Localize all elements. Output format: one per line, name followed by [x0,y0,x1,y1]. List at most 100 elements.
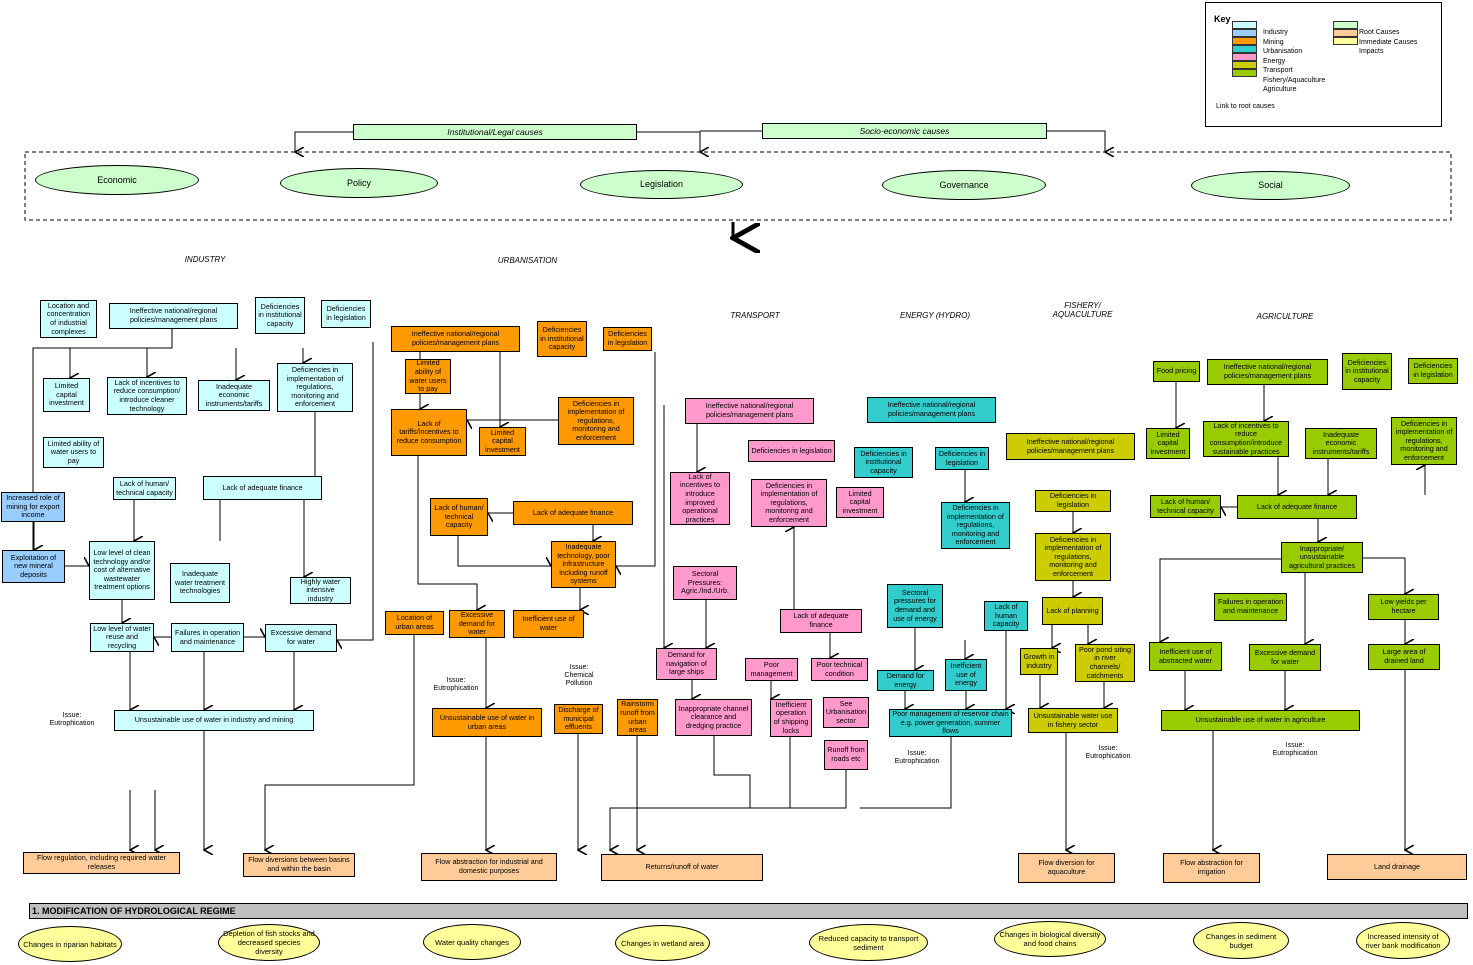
cause-box: Excessive demand for water [1249,644,1321,671]
legend-transport: Transport [1263,67,1293,74]
cause-box: Lack of incentives to reduce consumption… [1203,421,1289,457]
cause-box: Lack of incentives to reduce consumption… [107,377,187,415]
cause-box: Low level of water reuse and recycling [90,623,154,652]
legend-swatch [1232,69,1257,77]
legend-immediate: Immediate Causes [1359,38,1418,46]
cause-box: Location of urban areas [385,611,444,635]
cause-box: Inadequate water treatment technologies [170,563,230,603]
cause-box: Lack of adequate finance [1237,495,1357,519]
cause-box: Large area of drained land [1368,644,1440,670]
cause-box: Inappropriate channel clearance and dred… [675,699,752,736]
cause-box: Sectoral Pressures: Agric./Ind./Urb. [673,566,737,600]
legend-swatch [1232,45,1257,53]
legend-swatch [1232,37,1257,45]
section-urbanisation: URBANISATION [497,256,558,265]
cause-box: Lack of planning [1042,597,1103,625]
section-transport: TRANSPORT [730,311,780,320]
section-industry: INDUSTRY [184,255,226,264]
impact: Reduced capacity to transport sediment [809,924,928,961]
cause-box: Exploitation of new mineral deposits [2,550,65,583]
cause-box: Lack of adequate finance [203,476,322,500]
cause-box: Deficiencies in legislation [603,327,652,351]
immediate-cause: Flow regulation, including required wate… [23,852,180,874]
issue-label: Issue: Eutrophication [1085,745,1131,760]
issue-bar: 1. MODIFICATION OF HYDROLOGICAL REGIME [29,903,1468,919]
root-governance: Governance [882,170,1046,200]
legend-agriculture: Agriculture [1263,86,1297,93]
cause-box: Growth in industry [1020,648,1058,675]
cause-box: Sectoral pressures for demand and use of… [887,584,943,628]
cause-box: Location and concentration of industrial… [40,300,97,338]
cause-box: Highly water intensive industry [290,577,351,604]
cause-box: Lack of human capacity [984,601,1028,631]
cause-box: Lack of incentives to introduce improved… [670,472,730,525]
legend-fishery: Fishery/Aquaculture [1263,76,1326,84]
cause-box: Ineffective national/regional policies/m… [685,398,814,424]
cause-box: Excessive demand for water [449,610,505,638]
cause-box: Limited ability of water users to pay [43,437,104,468]
impact: Changes in sediment budget [1193,922,1289,959]
cause-box: Demand for energy [877,670,934,691]
legend-swatch [1333,29,1358,37]
institutional-legal-causes: Institutional/Legal causes [353,124,637,140]
cause-box: Lack of adequate finance [513,501,633,525]
cause-box: Deficiencies in implementation of regula… [277,363,353,412]
cause-box: Deficiencies in implementation of regula… [1391,417,1457,465]
section-energy: ENERGY (HYDRO) [899,311,971,320]
impact: Changes in wetland area [615,925,710,961]
cause-box: Inadequate technology, poor infrastructu… [551,541,616,588]
cause-box: Deficiencies in legislation [935,447,989,470]
cause-box: Lack of adequate finance [780,609,862,633]
legend-impacts: Impacts [1359,48,1384,55]
cause-box: Deficiencies in legislation [321,300,371,328]
root-legislation: Legislation [580,170,743,199]
cause-box: Inadequate economic instruments/tariffs [198,380,270,411]
cause-box: Limited ability of water users to pay [405,359,451,394]
legend-swatch [1333,21,1358,29]
cause-box: Rainstorm runoff from urban areas [617,699,658,736]
impact: Depletion of fish stocks and decreased s… [218,924,320,961]
legend-energy: Energy [1263,57,1286,65]
sector-outcome-box: Unsustainable use of water in agricultur… [1161,710,1360,731]
section-agriculture: AGRICULTURE [1256,312,1314,321]
cause-box: Ineffective national/regional policies/m… [391,326,520,352]
impact: Changes in biological diversity and food… [994,921,1106,957]
cause-box: Deficiencies in institutional capacity [537,321,587,357]
cause-box: Inefficient use of energy [945,659,987,691]
legend-swatch [1232,29,1257,37]
cause-box: Deficiencies in institutional capacity [854,447,913,478]
cause-box: Food pricing [1153,361,1200,382]
cause-box: Limited capital investment [479,427,526,456]
cause-box: Failures in operation and maintenance [1214,593,1287,621]
immediate-cause: Flow diversion for aquaculture [1018,853,1115,883]
immediate-cause: Flow abstraction for industrial and dome… [421,853,557,881]
immediate-cause: Returns/runoff of water [601,854,763,881]
issue-label: Issue: Eutrophication [894,750,940,765]
cause-box: Demand for navigation of large ships [656,648,717,680]
cause-box: Lack of human/ technical capacity [430,498,488,536]
cause-box: Deficiencies in legislation [1408,358,1458,384]
legend-mining: Mining [1263,38,1284,46]
cause-box: Inefficient operation of shipping locks [770,699,812,737]
issue-label: Issue: Eutrophication [433,677,479,692]
cause-box: Ineffective national/regional policies/m… [109,303,238,329]
cause-box: Deficiencies in legislation [1035,490,1111,512]
sector-outcome-box: Unsustainable use of water in urban area… [432,708,542,737]
immediate-cause: Flow diversions between basins and withi… [243,853,355,877]
cause-box: Inadequate economic instruments/tariffs [1305,428,1377,459]
cause-box: Inappropriate/ unsustainable agricultura… [1281,542,1363,573]
cause-box: Poor technical condition [811,658,868,681]
cause-box: Failures in operation and maintenance [171,623,244,652]
legend-urbanisation: Urbanisation [1263,48,1303,55]
cause-box: Deficiencies in institutional capacity [1342,353,1392,390]
socio-economic-causes: Socio-economic causes [762,123,1047,139]
cause-box: Ineffective national/regional policies/m… [1207,359,1328,385]
sector-outcome-box: Unsustainable water use in fishery secto… [1028,708,1118,733]
issue-label: Issue: Chemical Pollution [564,664,594,687]
legend-swatch [1232,21,1257,29]
cause-box: Deficiencies in legislation [748,440,835,462]
cause-box: Deficiencies in institutional capacity [255,297,305,334]
